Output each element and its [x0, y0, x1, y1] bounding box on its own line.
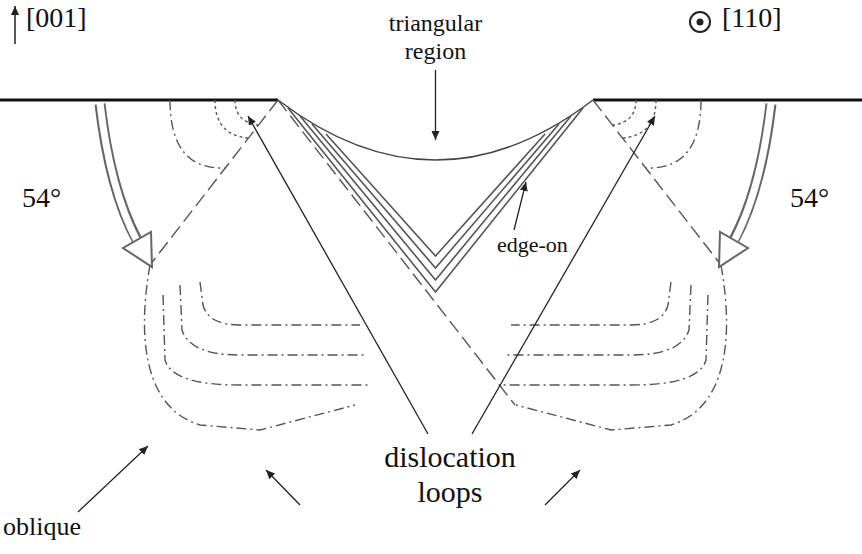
angle-label: 54°	[790, 182, 829, 214]
region-label: triangular region	[365, 10, 506, 65]
angle-arrow	[100, 103, 152, 267]
oblique-label: oblique	[3, 512, 81, 542]
out-of-plane-symbol	[690, 12, 710, 32]
angle-label: 54°	[22, 182, 61, 214]
angle-arrow	[719, 103, 771, 267]
oblique-loops-mirror	[501, 100, 727, 430]
edge-on-label: edge-on	[497, 232, 568, 257]
oblique-loops	[144, 100, 515, 430]
direction-label: [001]	[26, 2, 87, 34]
out-of-plane-dot	[697, 19, 704, 26]
direction-label: [110]	[722, 2, 782, 34]
leader-arrows	[78, 70, 655, 512]
direction-arrow	[14, 6, 16, 44]
surface-line	[0, 99, 278, 102]
surface-line	[593, 99, 862, 102]
loops-label: dislocation loops	[362, 440, 538, 509]
